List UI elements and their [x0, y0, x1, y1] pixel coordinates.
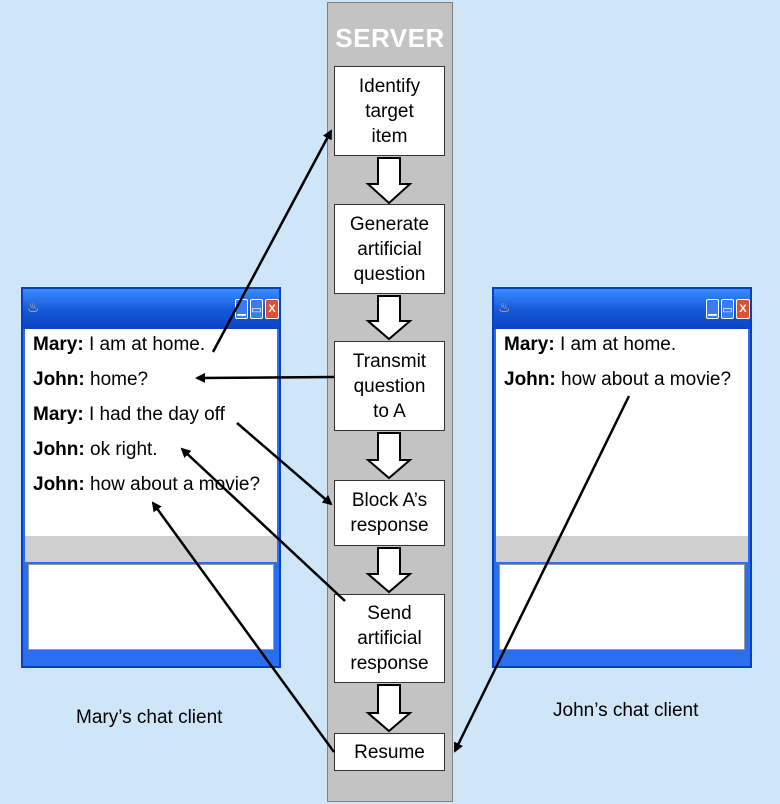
down-arrow-icon: [365, 432, 413, 480]
arrow-john-to-resume: [453, 395, 631, 753]
maximize-icon[interactable]: ▭: [721, 299, 734, 319]
chat-message: John: ok right.: [33, 439, 158, 461]
chat-message: John: how about a movie?: [504, 369, 731, 391]
john-chat-transcript: Mary: I am at home. John: how about a mo…: [496, 329, 748, 536]
close-icon[interactable]: X: [736, 299, 750, 319]
close-icon[interactable]: X: [265, 299, 279, 319]
step-transmit-question: Transmit question to A: [334, 341, 445, 431]
arrow-resume-to-mary: [151, 501, 336, 753]
maximize-icon[interactable]: ▭: [250, 299, 263, 319]
minimize-icon[interactable]: ▁: [706, 299, 719, 319]
arrow-mary-to-identify: [211, 129, 333, 353]
java-icon: ♨: [498, 299, 511, 315]
mary-chat-transcript: Mary: I am at home. John: home? Mary: I …: [25, 329, 277, 536]
flow-arrows: [365, 157, 413, 733]
message-speaker: Mary:: [33, 404, 84, 425]
chat-message: John: how about a movie?: [33, 474, 260, 496]
server-title: SERVER: [335, 23, 445, 53]
message-text: ok right.: [84, 439, 158, 460]
chat-message: John: home?: [33, 369, 148, 391]
down-arrow-icon: [365, 295, 413, 341]
step-identify-target-item: Identify target item: [334, 66, 445, 156]
message-text: how about a movie?: [84, 474, 261, 495]
john-divider: [496, 536, 748, 562]
message-speaker: John:: [504, 369, 556, 390]
mary-chat-window: ♨ ▁ ▭ X Mary: I am at home. John: home? …: [21, 287, 281, 668]
mary-divider: [25, 536, 277, 562]
message-text: I had the day off: [83, 404, 225, 425]
step-generate-artificial-question: Generate artificial question: [334, 204, 445, 294]
john-chat-window: ♨ ▁ ▭ X Mary: I am at home. John: how ab…: [492, 287, 752, 668]
step-send-artificial-response: Send artificial response: [334, 594, 445, 683]
message-text: I am at home.: [554, 334, 677, 355]
java-icon: ♨: [27, 299, 40, 315]
john-client-caption: John’s chat client: [553, 700, 699, 721]
message-speaker: John:: [33, 439, 85, 460]
message-text: home?: [84, 369, 149, 390]
step-block-response: Block A’s response: [334, 480, 445, 546]
message-speaker: Mary:: [33, 334, 84, 355]
message-speaker: John:: [33, 474, 85, 495]
down-arrow-icon: [365, 547, 413, 594]
arrow-mary-to-block: [236, 422, 333, 506]
mary-message-input[interactable]: [28, 564, 274, 650]
connector-arrows: [151, 129, 631, 753]
chat-message: Mary: I am at home.: [33, 334, 205, 356]
chat-message: Mary: I am at home.: [504, 334, 676, 356]
message-text: I am at home.: [83, 334, 206, 355]
john-title-bar[interactable]: ♨ ▁ ▭ X: [494, 289, 750, 329]
arrow-transmit-to-mary: [195, 372, 335, 383]
step-resume: Resume: [334, 733, 445, 771]
chat-message: Mary: I had the day off: [33, 404, 225, 426]
arrow-send-to-mary: [180, 447, 346, 602]
message-speaker: Mary:: [504, 334, 555, 355]
message-text: how about a movie?: [555, 369, 732, 390]
down-arrow-icon: [365, 684, 413, 733]
message-speaker: John:: [33, 369, 85, 390]
down-arrow-icon: [365, 157, 413, 205]
mary-client-caption: Mary’s chat client: [76, 707, 223, 728]
